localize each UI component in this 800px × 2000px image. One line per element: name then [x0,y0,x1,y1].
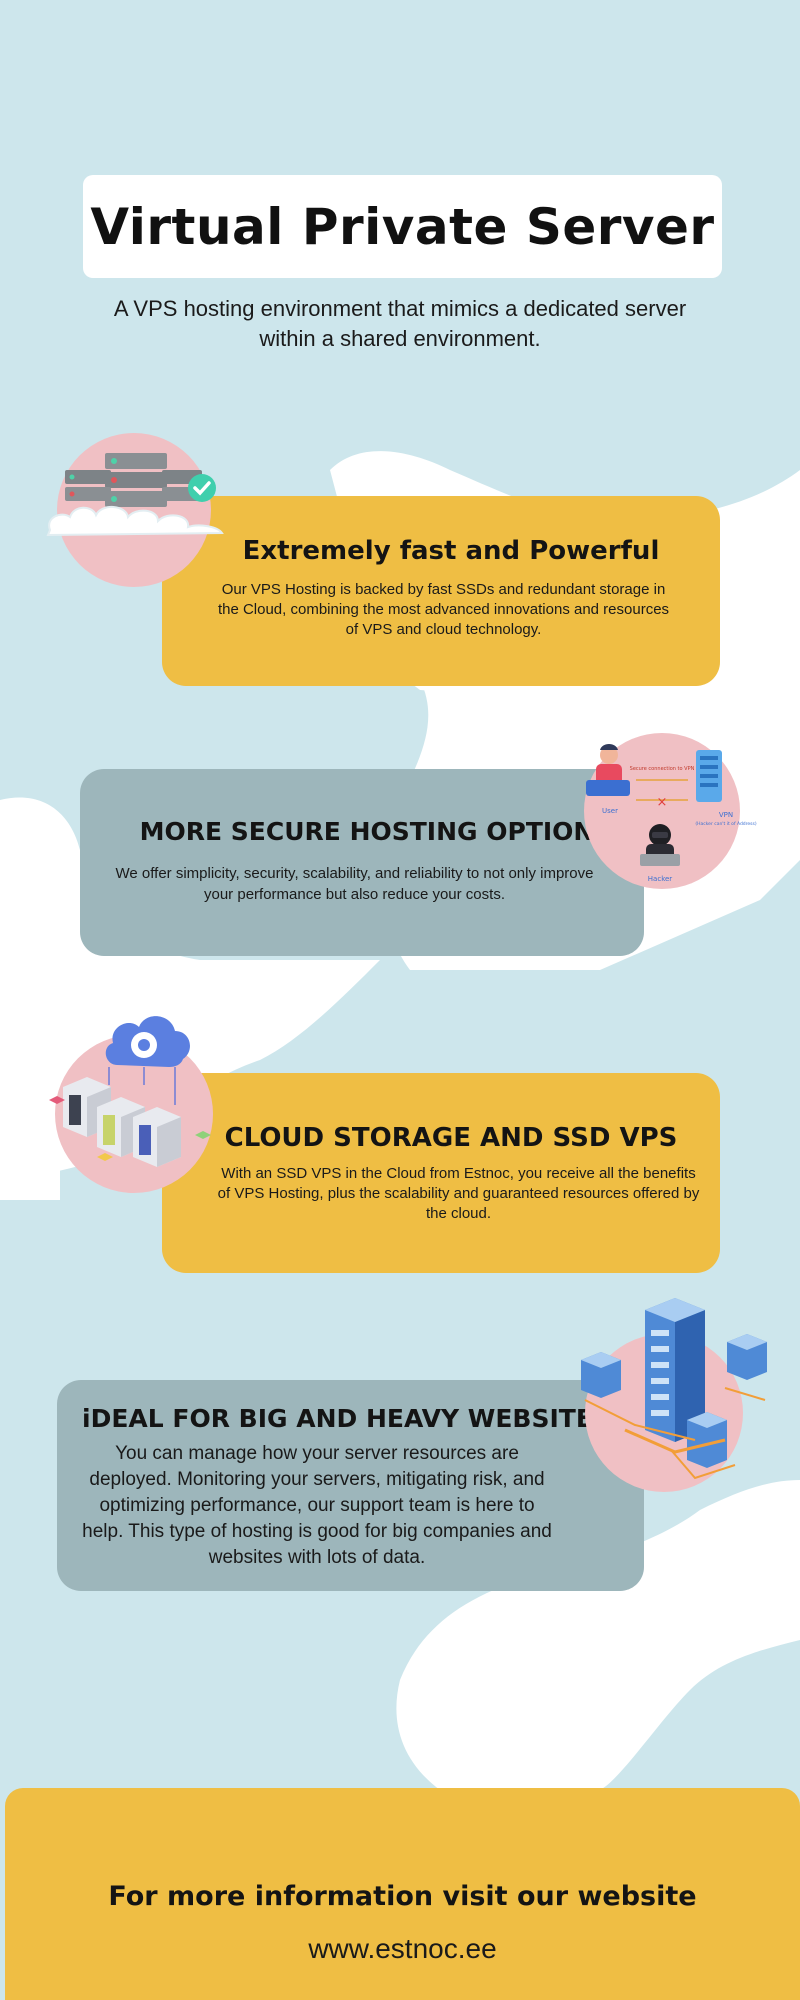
user-label: User [602,807,618,815]
website-link[interactable]: www.estnoc.ee [308,1933,497,1964]
feature-card-big-website: iDEAL FOR BIG AND HEAVY WEBSITE You can … [57,1380,644,1591]
cloud-gear-servers-icon [49,1016,211,1167]
page-subtitle: A VPS hosting environment that mimics a … [113,296,687,351]
feature-title: iDEAL FOR BIG AND HEAVY WEBSITE [82,1404,593,1433]
feature-text: Our VPS Hosting is backed by fast SSDs a… [217,581,670,638]
server-cluster-icon [581,1298,767,1480]
feature-title: CLOUD STORAGE AND SSD VPS [224,1123,678,1153]
secure-label: Secure connection to VPN [630,766,695,772]
footer-banner: For more information visit our website w… [5,1788,800,2000]
feature-text: You can manage how your server resources… [82,1443,552,1568]
vpn-label: VPN [719,811,733,819]
feature-title: Extremely fast and Powerful [242,536,660,566]
cloud-server-icon [46,453,224,537]
feature-text: We offer simplicity, security, scalabili… [115,865,594,903]
feature-title: MORE SECURE HOSTING OPTION [139,817,595,846]
hacker-label: Hacker [648,875,673,883]
vpn-note: (Hacker can't it of Address) [695,821,757,827]
feature-card-cloud-storage: CLOUD STORAGE AND SSD VPS With an SSD VP… [162,1073,720,1273]
footer-heading: For more information visit our website [108,1881,697,1912]
svg-text:×: × [657,795,668,810]
feature-card-secure: MORE SECURE HOSTING OPTION We offer simp… [80,769,644,956]
feature-text: With an SSD VPS in the Cloud from Estnoc… [217,1165,700,1222]
secure-connection-icon: User Secure connection to VPN × VPN (Hac… [586,744,757,883]
page-title: Virtual Private Server [90,197,715,256]
feature-card-fast: Extremely fast and Powerful Our VPS Host… [162,496,720,686]
title-box: Virtual Private Server [83,175,722,278]
